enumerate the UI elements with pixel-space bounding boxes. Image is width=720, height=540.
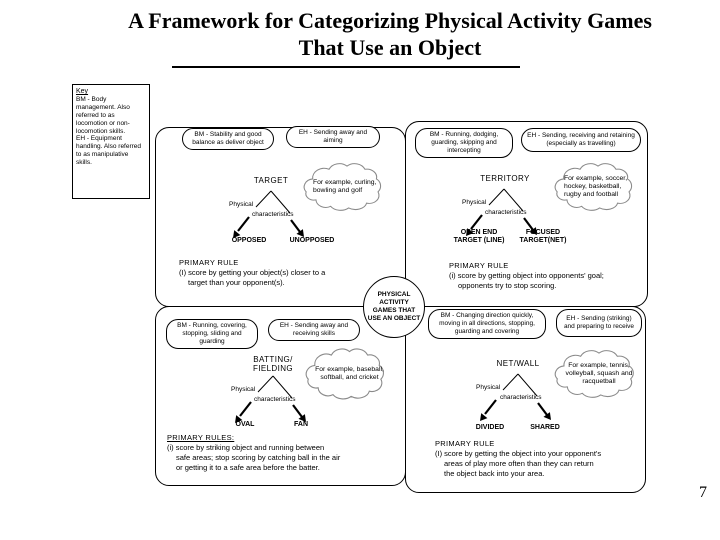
rule-line: or getting it to a safe area before the … — [176, 462, 320, 472]
primary-rule-heading: PRIMARY RULE — [435, 439, 495, 448]
cloud-text: For example, curling, bowling and golf — [313, 178, 377, 194]
category-label: BATTING/ FIELDING — [252, 355, 294, 374]
rule-line: (I) score by getting your object(s) clos… — [179, 268, 326, 277]
rule-line: (I) score by getting the object into you… — [435, 449, 602, 458]
title-line-1: A Framework for Categorizing Physical Ac… — [128, 8, 652, 33]
sub-category-right: UNOPPOSED — [289, 237, 335, 244]
bm-skills-pill: BM - Changing direction quickly, moving … — [428, 309, 546, 340]
center-circle: PHYSICAL ACTIVITY GAMES THAT USE AN OBJE… — [363, 276, 425, 338]
primary-rule-text: (i) score by getting object into opponen… — [449, 271, 604, 291]
tree-arrows-icon — [480, 373, 551, 421]
sub-category-right: FAN — [294, 421, 308, 428]
characteristics-label: characteristics — [254, 396, 296, 403]
tree-arrows-icon — [235, 375, 306, 423]
rule-line: safe areas; stop scoring by catching bal… — [176, 452, 341, 462]
sub-category-left: OPPOSED — [231, 237, 267, 244]
cloud-text: For example, tennis, volleyball, squash … — [565, 361, 633, 386]
key-box: Key BM - Body management. Also referred … — [72, 84, 150, 199]
primary-rule-text: (I) score by getting your object(s) clos… — [179, 268, 325, 288]
physical-label: Physical — [231, 386, 256, 393]
category-label: NET/WALL — [496, 359, 540, 368]
eh-skills-pill: EH - Sending (striking) and preparing to… — [556, 309, 642, 337]
tree-arrows-icon — [233, 190, 304, 238]
cloud-outline-icon — [303, 163, 382, 211]
characteristics-label: characteristics — [500, 394, 542, 401]
sub-category-left: OVAL — [235, 421, 255, 428]
physical-label: Physical — [476, 384, 501, 391]
page-number: 7 — [699, 484, 707, 501]
key-heading: Key — [76, 88, 89, 95]
cloud-outline-icon — [554, 350, 634, 398]
primary-rule-heading: PRIMARY RULE — [449, 261, 509, 270]
quadrant-target: BM - Stability and good balance as deliv… — [155, 126, 406, 307]
rule-line: target than your opponent(s). — [188, 277, 285, 287]
sub-category-left: DIVIDED — [475, 424, 505, 431]
quadrant-net-wall: BM - Changing direction quickly, moving … — [405, 306, 646, 493]
rule-line: opponents try to stop scoring. — [458, 280, 557, 290]
tree-arrows-icon — [466, 188, 537, 236]
primary-rule-text: (i) score by striking object and running… — [167, 443, 340, 472]
eh-skills-pill: EH - Sending away and receiving skills — [268, 319, 360, 342]
sub-category-right: SHARED — [530, 424, 560, 431]
physical-label: Physical — [229, 201, 254, 208]
example-cloud: For example, curling, bowling and golf — [298, 158, 396, 216]
title-underline — [172, 66, 520, 68]
quadrant-territory: BM - Running, dodging, guarding, skippin… — [405, 121, 648, 307]
cloud-text: For example, soccer, hockey, basketball,… — [564, 174, 628, 199]
primary-rule-heading: PRIMARY RULES: — [167, 433, 235, 442]
bm-skills-pill: BM - Stability and good balance as deliv… — [182, 128, 274, 151]
sub-category-right: FOCUSED TARGET(NET) — [519, 229, 567, 245]
key-eh-definition: EH - Equipment handling. Also referred t… — [76, 135, 142, 166]
rule-line: areas of play more often than they can r… — [444, 458, 594, 468]
cloud-outline-icon — [305, 348, 384, 400]
rule-line: (i) score by striking object and running… — [167, 443, 325, 452]
rule-line: (i) score by getting object into opponen… — [449, 271, 604, 280]
quadrant-batting-fielding: BM - Running, covering, stopping, slidin… — [155, 306, 406, 486]
cloud-outline-icon — [554, 163, 633, 211]
category-label: TERRITORY — [480, 174, 530, 183]
characteristics-label: characteristics — [485, 209, 527, 216]
rule-line: the object back into your area. — [444, 468, 545, 478]
page-title: A Framework for Categorizing Physical Ac… — [40, 8, 720, 62]
physical-label: Physical — [462, 199, 487, 206]
eh-skills-pill: EH - Sending away and aiming — [286, 126, 380, 149]
category-label: TARGET — [253, 176, 289, 185]
sub-category-left: OPEN END TARGET (LINE) — [453, 229, 505, 245]
example-cloud: For example, baseball, softball, and cri… — [300, 343, 399, 405]
key-bm-definition: BM - Body management. Also referred to a… — [76, 96, 130, 135]
primary-rule-text: (I) score by getting the object into you… — [435, 449, 601, 478]
cloud-text: For example, baseball, softball, and cri… — [315, 365, 384, 381]
bm-skills-pill: BM - Running, covering, stopping, slidin… — [166, 319, 258, 350]
bm-skills-pill: BM - Running, dodging, guarding, skippin… — [415, 128, 513, 159]
primary-rule-heading: PRIMARY RULE — [179, 258, 239, 267]
title-line-2: That Use an Object — [298, 34, 482, 60]
example-cloud: For example, soccer, hockey, basketball,… — [549, 158, 647, 216]
eh-skills-pill: EH - Sending, receiving and retaining (e… — [521, 128, 641, 152]
characteristics-label: characteristics — [252, 211, 294, 218]
example-cloud: For example, tennis, volleyball, squash … — [549, 345, 649, 403]
